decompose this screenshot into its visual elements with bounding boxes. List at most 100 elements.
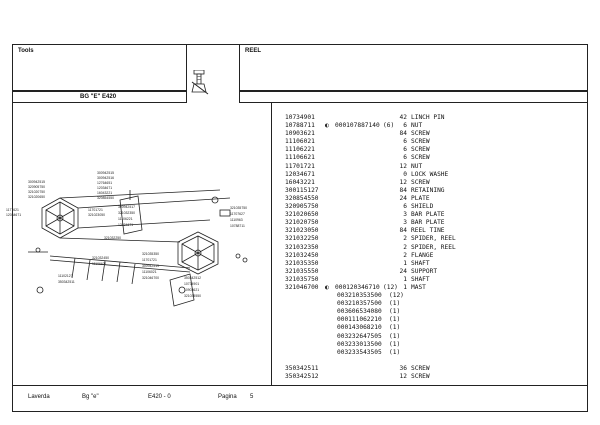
model-label-box: [12, 91, 187, 103]
part-qty: 36: [399, 364, 407, 372]
part-qty: 84: [399, 227, 407, 235]
part-description: SHIELD: [411, 203, 434, 211]
part-code: 321035550: [285, 267, 319, 275]
model-label: BG "E" E420: [80, 94, 117, 100]
part-qty: 24: [399, 267, 407, 275]
diagram-part-label: 11106021: [142, 270, 157, 274]
diagram-part-label: 321046700: [142, 276, 159, 280]
part-qty: 2: [403, 235, 407, 243]
part-description: SCREW: [411, 130, 430, 138]
part-code: 321032450: [285, 251, 319, 259]
reel-header-box: [239, 91, 588, 103]
diagram-part-label: 300942519: [142, 264, 159, 268]
part-description: BAR PLATE: [411, 211, 445, 219]
part-description: SCREW: [411, 146, 430, 154]
part-qty: 1: [403, 259, 407, 267]
sub-part-code: 003232647505: [337, 332, 382, 340]
part-description: SCREW: [411, 372, 430, 380]
footer-brand: Laverda: [28, 394, 50, 400]
replacement-qty: (6): [383, 122, 395, 130]
diagram-part-label: 321032450: [92, 256, 109, 260]
diagram-part-label: 321020650: [28, 195, 45, 199]
diagram-part-label: 321035750: [230, 206, 247, 210]
reel-exploded-diagram: [20, 160, 268, 310]
diagram-part-label: 300942517: [118, 205, 135, 209]
tools-panel: [12, 44, 187, 91]
sub-part-code: 000111062210: [337, 316, 382, 324]
sub-part-qty: (1): [389, 332, 401, 340]
part-qty: 6: [403, 146, 407, 154]
sub-part-code: 003233543505: [337, 348, 382, 356]
part-code: 300115127: [285, 186, 319, 194]
part-code: 321035350: [285, 259, 319, 267]
diagram-part-label: 321035350: [142, 252, 159, 256]
part-qty: 0: [403, 170, 407, 178]
diagram-part-label: 300942515: [28, 180, 45, 184]
part-code: 10734901: [285, 114, 315, 121]
sub-part-code: 000143068210: [337, 324, 382, 332]
part-description: FLANGE: [411, 251, 434, 259]
part-description: LINCH PIN: [411, 114, 445, 121]
part-qty: 1: [403, 283, 407, 291]
part-description: SCREW: [411, 364, 430, 372]
part-code: 320905750: [285, 203, 319, 211]
tools-title: Tools: [18, 48, 34, 54]
diagram-part-label: 1177621: [6, 208, 19, 212]
part-qty: 6: [403, 154, 407, 162]
part-code: 11106621: [285, 154, 315, 162]
diagram-part-label: 11106621: [92, 262, 107, 266]
part-code: 350342512: [285, 372, 319, 380]
part-code: 350342511: [285, 364, 319, 372]
part-description: SUPPORT: [411, 267, 438, 275]
diagram-part-label: 350342512: [184, 276, 201, 280]
part-qty: 2: [403, 243, 407, 251]
part-code: 321032350: [285, 243, 319, 251]
part-description: PLATE: [411, 194, 430, 202]
diagram-part-label: 12034671: [6, 213, 22, 217]
sub-part-qty: (12): [389, 292, 404, 300]
diagram-part-label: 11701721: [88, 208, 103, 212]
part-description: SPIDER, REEL: [411, 243, 456, 251]
diagram-part-label: 12034671: [97, 186, 113, 190]
part-qty: 2: [403, 251, 407, 259]
replacement-code: 000120346710: [335, 283, 380, 291]
sub-part-code: 003606534080: [337, 308, 382, 316]
part-description: NUT: [411, 162, 423, 170]
part-qty: 12: [399, 178, 407, 186]
part-qty: 12: [399, 162, 407, 170]
part-code: 12034671: [285, 170, 315, 178]
part-code: 11106021: [285, 138, 315, 146]
diagram-part-label: 11102127: [58, 274, 73, 278]
part-qty: 84: [399, 130, 407, 138]
sub-part-qty: (1): [389, 340, 401, 348]
part-code: 321020650: [285, 211, 319, 219]
diagram-part-label: 11106221: [118, 217, 133, 221]
sub-part-qty: (1): [389, 308, 401, 316]
footer-page-number: 5: [250, 394, 254, 400]
reel-panel: [239, 44, 588, 91]
bolt-icon: [190, 69, 210, 96]
part-description: SCREW: [411, 178, 430, 186]
diagram-part-label: 321035550: [184, 294, 201, 298]
diagram-part-label: 320905750: [28, 185, 45, 189]
sub-part-code: 003210353500: [337, 292, 382, 300]
part-code: 321035750: [285, 275, 319, 283]
diagram-part-label: 321020750: [28, 190, 45, 194]
part-qty: 3: [403, 219, 407, 227]
part-description: SPIDER, REEL: [411, 235, 456, 243]
part-code: 321032250: [285, 235, 319, 243]
diagram-part-label: 12034671: [118, 223, 134, 227]
diagram-part-label: 350342511: [58, 280, 75, 284]
footer-divider: [12, 385, 588, 386]
part-code: 321020750: [285, 219, 319, 227]
part-code: 10788711: [285, 122, 315, 130]
replacement-qty: (12): [383, 283, 398, 291]
part-description: SHAFT: [411, 259, 430, 267]
diagram-part-label: 10903621: [184, 288, 200, 292]
sub-part-qty: (1): [389, 348, 401, 356]
replacement-marker-icon: ◐: [325, 283, 329, 291]
diagram-part-label: 10734901: [184, 282, 200, 286]
part-qty: 1: [403, 275, 407, 283]
part-code: 16043221: [285, 178, 315, 186]
sub-part-qty: (1): [389, 324, 401, 332]
